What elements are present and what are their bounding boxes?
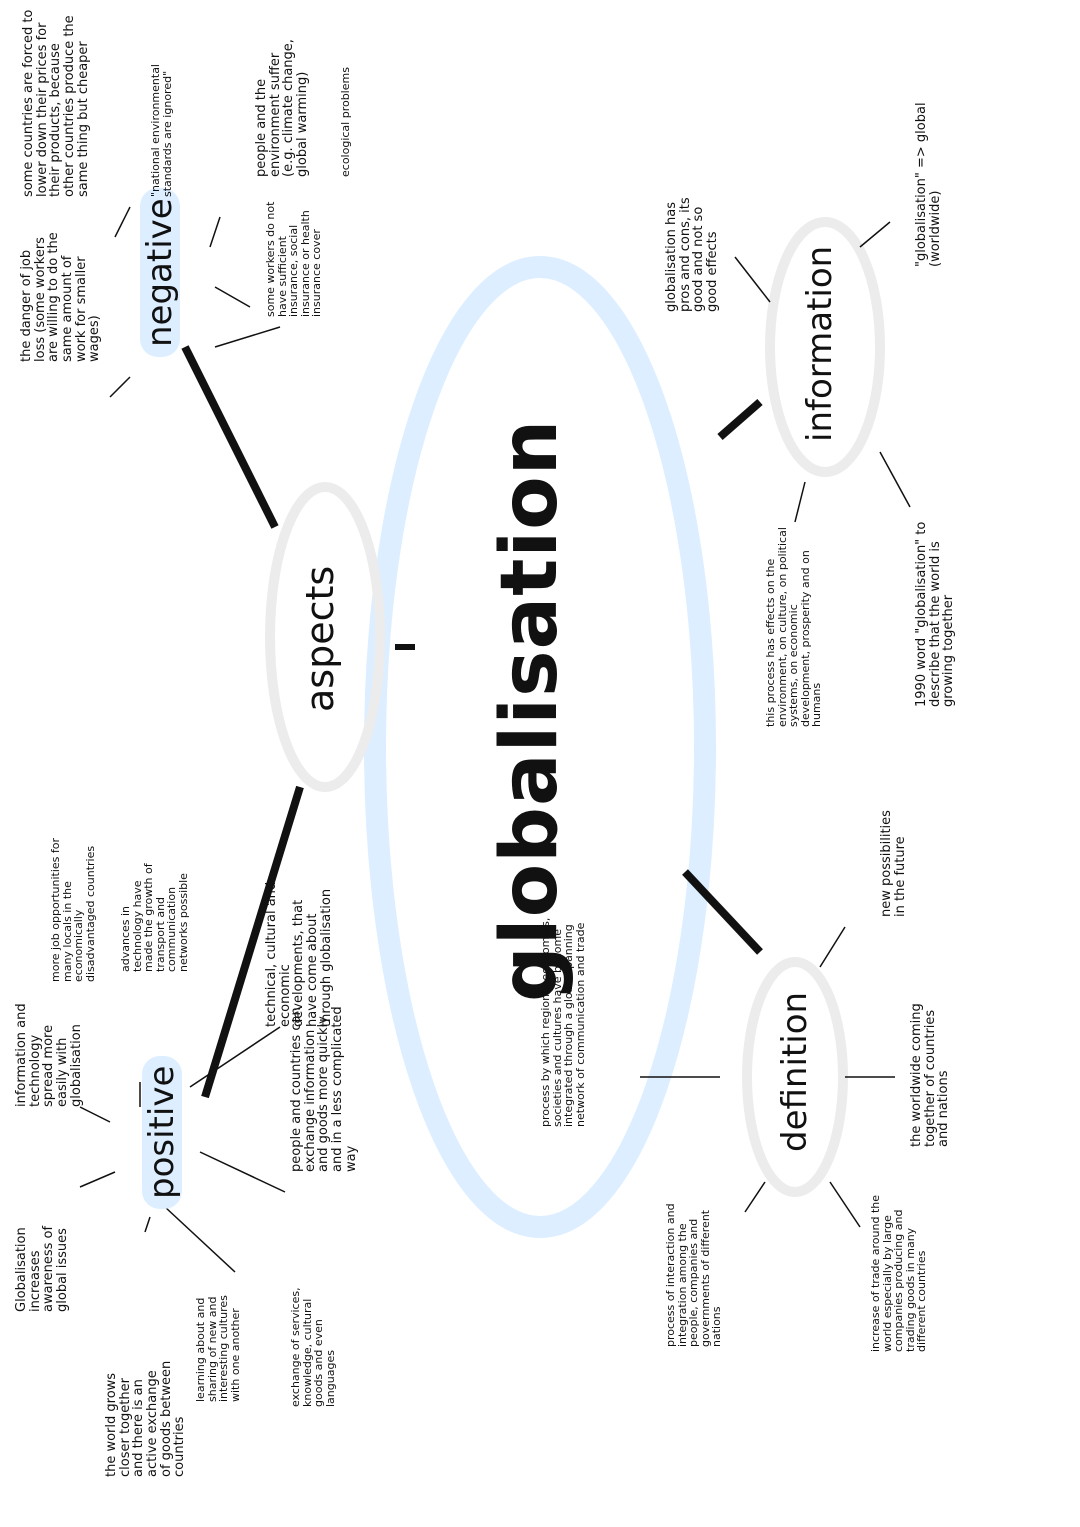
information-label: information	[800, 245, 840, 442]
aspects-ellipse	[265, 482, 385, 792]
definition-note: process of interaction and integration a…	[664, 1203, 724, 1347]
negative-note: some workers do not have sufficient insu…	[264, 201, 324, 317]
positive-note: learning about and sharing of new and in…	[194, 1295, 242, 1402]
information-note: this process has effects on the environm…	[764, 527, 824, 727]
connector-center-definition	[682, 869, 763, 955]
connector-aspects-negative	[181, 345, 279, 529]
negative-note: some countries are forced to lower down …	[21, 9, 91, 197]
aspects-label: aspects	[298, 565, 342, 712]
branch-line	[199, 1151, 286, 1193]
center-ellipse	[364, 256, 716, 1238]
branch-line	[109, 376, 131, 398]
definition-label: definition	[775, 991, 815, 1152]
negative-label: negative	[140, 188, 180, 357]
negative-note: "national environmental standards are ig…	[149, 64, 174, 197]
positive-note: people and countries can exchange inform…	[289, 1006, 359, 1172]
definition-note: the worldwide coming together of countri…	[909, 1003, 952, 1147]
negative-note: ecological problems	[339, 67, 352, 177]
branch-line	[189, 1026, 281, 1088]
branch-line	[829, 1181, 861, 1228]
branch-line	[859, 221, 891, 248]
branch-line	[79, 1106, 111, 1123]
information-note: "globalisation" => global (worldwide)	[914, 102, 943, 267]
positive-note: exchange of services, knowledge, cultura…	[289, 1287, 337, 1407]
branch-line	[164, 1206, 236, 1273]
branch-line	[744, 1181, 766, 1213]
branch-line	[79, 1171, 116, 1188]
branch-line	[794, 481, 806, 523]
branch-line	[144, 1216, 151, 1233]
branch-line	[214, 326, 281, 348]
information-ellipse	[765, 217, 885, 477]
connector-center-information	[717, 398, 763, 441]
positive-note: Globalisation increases awareness of glo…	[14, 1225, 70, 1312]
definition-note: process by which regional economies, soc…	[539, 917, 587, 1127]
negative-note: people and the environment suffer (e.g. …	[254, 39, 310, 177]
positive-label: positive	[142, 1055, 182, 1209]
positive-note: more job opportunities for many locals i…	[49, 837, 97, 982]
definition-note: new possibilities in the future	[879, 810, 908, 917]
definition-note: increase of trade around the world espec…	[869, 1194, 929, 1352]
positive-note: the world grows closer together and ther…	[104, 1360, 188, 1477]
positive-note: information and technology spread more e…	[14, 1003, 84, 1107]
branch-line	[734, 256, 771, 303]
branch-line	[879, 451, 911, 508]
definition-ellipse	[742, 957, 848, 1197]
information-note: 1990 word "globalisation" to describe th…	[914, 521, 957, 707]
branch-line	[114, 206, 131, 238]
negative-note: the danger of job loss (some workers are…	[19, 232, 103, 362]
positive-note: advances in technology have made the gro…	[119, 863, 190, 972]
branch-line	[214, 286, 251, 308]
branch-line	[819, 926, 846, 968]
information-note: globalisation has pros and cons, its goo…	[664, 197, 720, 312]
connector-aspects-positive	[201, 785, 304, 1099]
branch-line	[209, 216, 221, 248]
